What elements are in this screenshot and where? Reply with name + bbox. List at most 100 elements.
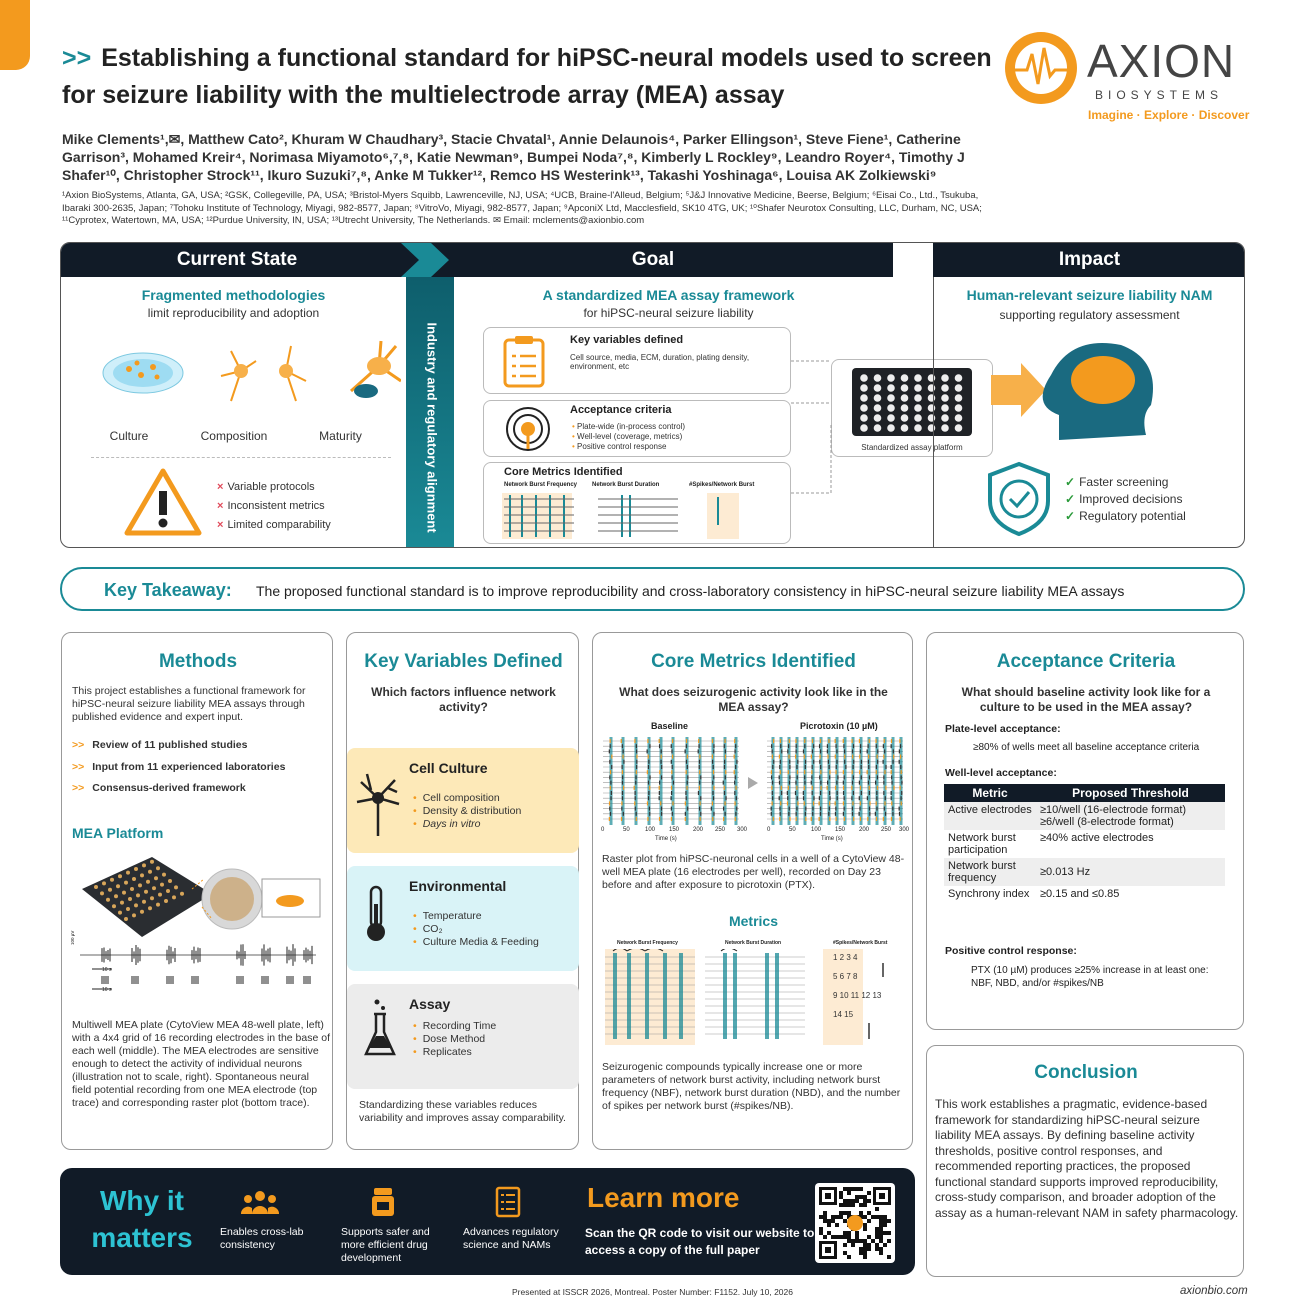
thermometer-icon: [367, 885, 385, 941]
qr-module: [855, 1199, 859, 1203]
qr-module: [851, 1243, 855, 1247]
spike-mark: [736, 759, 738, 764]
pos-text: PTX (10 µM) produces ≥25% increase in at…: [971, 965, 1209, 989]
spike-mark: [860, 791, 862, 795]
goal-title: A standardized MEA assay framework: [542, 287, 795, 303]
qr-code[interactable]: [815, 1183, 895, 1263]
plate-well: [94, 885, 98, 889]
spike-mark: [829, 791, 831, 795]
qr-module: [851, 1203, 855, 1207]
spike-mark: [698, 785, 700, 790]
qr-code-image[interactable]: [815, 1183, 895, 1263]
divider: [91, 457, 391, 458]
network-burst: [795, 737, 799, 825]
spike-mark: [724, 775, 726, 780]
spike-mark: [773, 759, 775, 764]
spike-mark: [724, 811, 726, 816]
plate-well: [887, 424, 895, 432]
spike-mark: [723, 765, 726, 769]
spike-mark: [882, 817, 884, 821]
spike-mark: [796, 775, 798, 780]
people-icon: [240, 1191, 280, 1214]
spike-mark: [711, 754, 713, 759]
benefit-item: ✓Regulatory potential: [1065, 509, 1186, 523]
spike-mark: [770, 770, 772, 775]
spike-mark: [771, 754, 773, 759]
spike-mark: [805, 806, 807, 811]
qr-module: [847, 1187, 851, 1191]
ac-list: • Plate-wide (in-process control) • Well…: [572, 422, 686, 451]
spike-mark: [890, 765, 892, 769]
spike-mark: [820, 765, 822, 769]
qr-module: [875, 1227, 879, 1231]
metrics-question: What does seizurogenic activity look lik…: [619, 685, 888, 714]
platform-label: Standardized assay platform: [861, 443, 963, 452]
learn-text: Scan the QR code to visit our website to…: [585, 1226, 815, 1257]
spike-mark: [712, 796, 715, 801]
spike-mark: [621, 744, 623, 749]
spike-mark: [812, 806, 814, 811]
plate-well: [112, 904, 116, 909]
plate-well: [134, 867, 138, 871]
plate-well: [156, 866, 160, 871]
plate-well: [900, 424, 909, 432]
spike-mark: [876, 754, 878, 759]
spike-mark: [611, 765, 613, 769]
qr-module: [887, 1219, 891, 1223]
spike-mark: [860, 765, 862, 769]
raster-time: 10 s: [102, 987, 112, 993]
plate-well: [132, 877, 136, 881]
spike-mark: [810, 754, 812, 759]
logo-mark: [1005, 32, 1077, 104]
spike-mark: [621, 806, 623, 811]
spike-mark: [648, 759, 650, 764]
mini-raster: [502, 493, 739, 539]
benefit-item: ✓Faster screening: [1065, 475, 1169, 489]
group-item: Replicates: [423, 1046, 496, 1059]
spike-mark: [779, 817, 781, 821]
spike-mark: [843, 775, 845, 780]
spike-mark: [802, 749, 805, 754]
methods-panel: Methods This project establishes a funct…: [61, 632, 333, 1150]
spike-mark: [868, 775, 871, 780]
qr-finder: [879, 1193, 885, 1199]
qr-module: [875, 1243, 879, 1247]
spike-mark: [734, 780, 736, 785]
qr-module: [883, 1223, 887, 1227]
spike-mark: [787, 796, 789, 801]
group-items: Cell composition Density & distribution …: [423, 792, 522, 831]
methods-bullet: >>Input from 11 experienced laboratories: [72, 760, 286, 773]
plate-well: [172, 895, 176, 900]
spike-mark: [877, 749, 879, 754]
spike-mark: [819, 811, 822, 816]
spike-mark: [859, 817, 862, 821]
spike-mark: [734, 801, 736, 806]
website-link[interactable]: axionbio.com: [1180, 1285, 1248, 1297]
spike-mark: [659, 780, 661, 785]
plate-well: [914, 374, 922, 382]
spike-mark: [890, 744, 892, 749]
spike-mark: [660, 775, 663, 780]
spike-mark: [900, 801, 902, 806]
spike-mark: [836, 759, 838, 764]
qr-module: [819, 1215, 823, 1219]
spike-mark: [795, 780, 797, 785]
spike-mark: [829, 770, 831, 775]
spike-mark: [634, 739, 636, 743]
spike-mark: [609, 744, 611, 749]
network-burst: [723, 737, 727, 825]
assay-platform-card: Standardized assay platform: [831, 359, 993, 457]
spike-mark: [842, 785, 845, 790]
spike-mark: [780, 744, 782, 749]
spike-mark: [819, 749, 822, 754]
qr-module: [851, 1239, 855, 1243]
spike-mark: [779, 759, 781, 764]
spike-mark: [620, 739, 622, 743]
spike-mark: [883, 806, 885, 811]
authors: Mike Clements¹,✉, Matthew Cato², Khuram …: [62, 131, 965, 183]
keyvars-title: Key Variables Defined: [364, 651, 563, 672]
plate-well: [118, 874, 122, 879]
spike-mark: [796, 806, 798, 811]
plate-well: [160, 882, 164, 887]
